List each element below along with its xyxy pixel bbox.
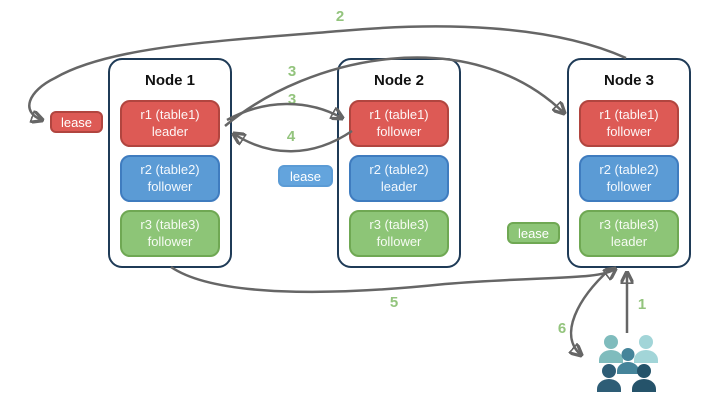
replica-role: follower [147,233,193,249]
replica-role: follower [376,123,422,139]
node-3-replica-r2: r2 (table2) follower [579,155,679,202]
replica-role: follower [606,123,652,139]
node-2-replica-r2: r2 (table2) leader [349,155,449,202]
node-2-replica-r3: r3 (table3) follower [349,210,449,257]
replica-name: r3 (table3) [599,217,659,233]
users-group-icon [597,335,658,392]
arrow-step6-node3-to-users [571,268,611,355]
node-1-replica-r3: r3 (table3) follower [120,210,220,257]
node-1-title: Node 1 [144,72,195,89]
replica-name: r2 (table2) [599,162,659,178]
lease-badge-table2: lease [278,165,333,187]
replica-name: r1 (table1) [140,107,200,123]
lease-badge-table1: lease [50,111,103,133]
replica-role: follower [376,233,422,249]
step-label-3-mid: 3 [287,91,297,108]
replica-name: r3 (table3) [140,217,200,233]
step-label-2: 2 [335,8,345,25]
node-3-replica-r1: r1 (table1) follower [579,100,679,147]
arrow-step4-node2-to-node1 [234,129,353,153]
replica-name: r1 (table1) [599,107,659,123]
node-3-replica-r3: r3 (table3) leader [579,210,679,257]
node-2-title: Node 2 [373,72,424,89]
arrow-step2-node3-to-lease [28,25,627,120]
node-1-box: Node 1 r1 (table1) leader r2 (table2) fo… [108,58,232,268]
replica-role: leader [151,123,189,139]
lease-badge-table3: lease [507,222,560,244]
step-label-1: 1 [637,296,647,313]
step-label-3-top: 3 [287,63,297,80]
replica-name: r2 (table2) [369,162,429,178]
step-label-6: 6 [557,320,567,337]
replica-name: r1 (table1) [369,107,429,123]
arrow-step3-node1-to-node3 [224,56,564,127]
node-1-replica-r2: r2 (table2) follower [120,155,220,202]
node-2-replica-r1: r1 (table1) follower [349,100,449,147]
node-2-box: Node 2 r1 (table1) follower r2 (table2) … [337,58,461,268]
node-3-title: Node 3 [603,72,654,89]
arrow-step3-node1-to-node2 [226,102,342,122]
step-label-4: 4 [286,128,296,145]
step-label-5: 5 [389,294,399,311]
replica-name: r2 (table2) [140,162,200,178]
replica-name: r3 (table3) [369,217,429,233]
node-1-replica-r1: r1 (table1) leader [120,100,220,147]
replica-role: leader [380,178,418,194]
node-3-box: Node 3 r1 (table1) follower r2 (table2) … [567,58,691,268]
replica-role: follower [606,178,652,194]
arrow-step5-node1-to-node3 [170,267,615,294]
replica-role: leader [610,233,648,249]
replica-role: follower [147,178,193,194]
